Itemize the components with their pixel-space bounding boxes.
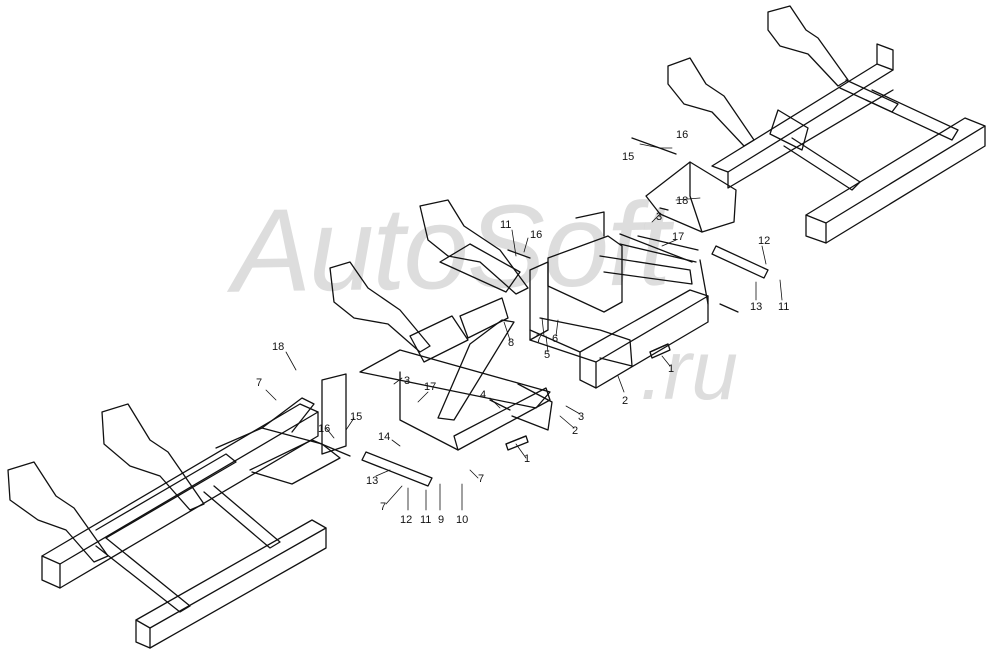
callout-c15a: 15: [622, 151, 634, 163]
callout-c1b: 1: [524, 453, 530, 465]
callout-c7d: 7: [380, 501, 386, 513]
callout-c14: 14: [378, 431, 390, 443]
callout-c12b: 12: [400, 514, 412, 526]
callout-c17b: 17: [424, 381, 436, 393]
callout-c8: 8: [508, 337, 514, 349]
leader-lines: [265, 143, 783, 511]
callout-c6: 6: [552, 333, 558, 345]
pins-and-rods: [361, 137, 769, 487]
callout-c7b: 7: [256, 377, 262, 389]
callout-c10: 10: [456, 514, 468, 526]
center-section: [329, 199, 709, 451]
callout-c7a: 7: [536, 333, 542, 345]
callout-c11b: 11: [778, 301, 789, 313]
callout-c16b: 16: [530, 229, 542, 241]
callout-c18b: 18: [272, 341, 284, 353]
right-rear-frame: [645, 5, 986, 244]
callout-c11c: 11: [420, 514, 431, 526]
callout-c7c: 7: [478, 473, 484, 485]
callout-c16c: 16: [318, 423, 330, 435]
callout-c13b: 13: [366, 475, 378, 487]
callout-c2b: 2: [572, 425, 578, 437]
callout-c4: 4: [480, 389, 486, 401]
callout-c3c: 3: [578, 411, 584, 423]
callout-c18a: 18: [676, 195, 688, 207]
callout-c1a: 1: [668, 363, 674, 375]
left-front-frame: [7, 373, 351, 649]
callout-c9: 9: [438, 514, 444, 526]
callout-c13a: 13: [750, 301, 762, 313]
callout-c11a: 11: [500, 219, 511, 231]
callout-c15b: 15: [350, 411, 362, 423]
callout-c3a: 3: [656, 211, 662, 223]
callout-c17a: 17: [672, 231, 684, 243]
callout-c16a: 16: [676, 129, 688, 141]
callout-c3b: 3: [404, 375, 410, 387]
callout-c5: 5: [544, 349, 550, 361]
callout-c12a: 12: [758, 235, 770, 247]
callout-c2a: 2: [622, 395, 628, 407]
